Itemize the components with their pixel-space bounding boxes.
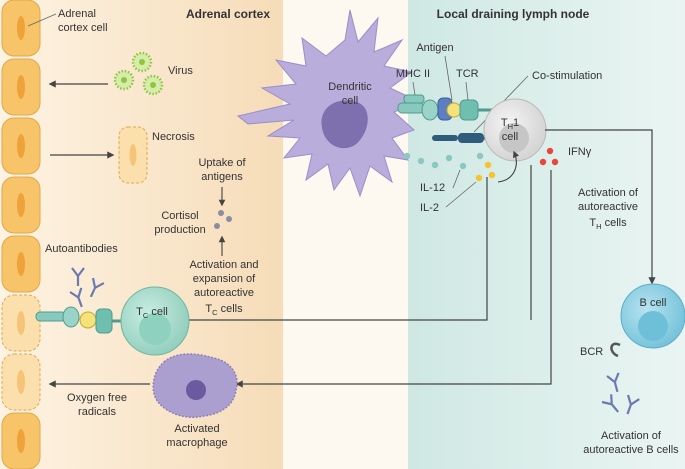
bcell-label: B cell <box>640 297 667 309</box>
damaged-adrenal-cell <box>1 353 41 411</box>
necrosis-label: Necrosis <box>152 131 195 143</box>
cortisol-label-2: production <box>154 224 205 236</box>
adrenal-cortex-title: Adrenal cortex <box>186 7 270 21</box>
antibody-icon <box>606 372 620 393</box>
necrotic-cell <box>118 126 148 184</box>
mhc-label: MHC II <box>396 68 430 80</box>
il2-autocrine-arrow <box>497 150 520 183</box>
oxygen-label-2: radicals <box>78 406 116 418</box>
activation-label-3: autoreactive <box>194 287 254 299</box>
cortisol-label-1: Cortisol <box>161 210 198 222</box>
dendritic-label-2: cell <box>342 95 359 107</box>
virus-label: Virus <box>168 65 193 77</box>
ifng-dots <box>539 147 559 166</box>
adrenal-cell <box>1 235 41 293</box>
activation-label-2: expansion of <box>193 273 256 285</box>
adrenal-cell-label-1: Adrenal <box>58 8 96 20</box>
lymph-node-region <box>408 0 685 469</box>
virus-icon <box>131 51 153 73</box>
dendritic-cell <box>236 9 422 198</box>
macrophage-label-2: macrophage <box>166 437 227 449</box>
il12-dots <box>403 152 484 170</box>
activation-th-label-2: autoreactive <box>578 201 638 213</box>
cortisol-dots <box>214 210 232 229</box>
adrenal-cell-label-2: cortex cell <box>58 22 108 34</box>
th-to-bcell-arrow <box>545 129 656 285</box>
antibody-icon <box>71 267 85 286</box>
autoantibodies-label: Autoantibodies <box>45 243 118 255</box>
virus-icon <box>113 69 135 91</box>
il2-dots <box>475 161 496 182</box>
tc-receptor-complex <box>35 306 122 334</box>
uptake-label-2: antigens <box>201 171 243 183</box>
antibody-icon <box>69 287 83 308</box>
il2-label: IL-2 <box>420 202 439 214</box>
antibody-icon <box>626 394 640 415</box>
activation-th-label-1: Activation of <box>578 187 639 199</box>
antibody-icon <box>89 277 105 298</box>
tc-cell <box>120 286 190 356</box>
activation-b-label-2: autoreactive B cells <box>583 444 679 456</box>
il12-label: IL-12 <box>420 182 445 194</box>
adrenal-cell <box>1 117 41 175</box>
to-macrophage-arrow <box>235 170 552 388</box>
dendritic-label-1: Dendritic <box>328 81 372 93</box>
oxygen-label-1: Oxygen free <box>67 392 127 404</box>
il12-leader <box>452 169 461 189</box>
il2-leader <box>445 181 477 208</box>
ifng-label: IFNγ <box>568 146 592 158</box>
adrenal-cell <box>1 0 41 57</box>
tcr-leader <box>465 81 469 101</box>
adrenal-cell <box>1 58 41 116</box>
adrenal-cell-leader <box>27 13 57 27</box>
costim-label: Co-stimulation <box>532 70 602 82</box>
damaged-adrenal-cell <box>1 294 41 352</box>
mhc-tcr-complex <box>397 94 492 121</box>
tc-cell-label: TC cell <box>136 306 168 320</box>
lymph-node-title: Local draining lymph node <box>437 7 590 21</box>
to-tc-cell-arrow <box>167 177 488 324</box>
antigen-label: Antigen <box>416 42 453 54</box>
antigen-leader <box>444 55 453 101</box>
th1-label-2: cell <box>502 131 519 143</box>
th-cells-label: TH cells <box>589 217 627 231</box>
th1-cell <box>483 98 547 162</box>
macrophage-label-1: Activated <box>174 423 219 435</box>
adrenal-cell <box>1 176 41 234</box>
mhc-leader <box>412 81 416 96</box>
activation-label-1: Activation and <box>189 259 258 271</box>
adrenal-cell <box>1 412 41 469</box>
uptake-label-1: Uptake of <box>198 157 246 169</box>
antibody-icon <box>601 394 620 413</box>
tc-cells-label: TC cells <box>205 303 243 317</box>
bcr-label: BCR <box>580 346 603 358</box>
tcr-label: TCR <box>456 68 479 80</box>
adrenal-cell-column <box>1 0 41 469</box>
activation-b-label-1: Activation of <box>601 430 662 442</box>
macrophage <box>152 353 238 418</box>
b-cell <box>610 283 685 358</box>
th1-label-1: TH1 <box>501 117 519 131</box>
virus-icon <box>142 74 164 96</box>
